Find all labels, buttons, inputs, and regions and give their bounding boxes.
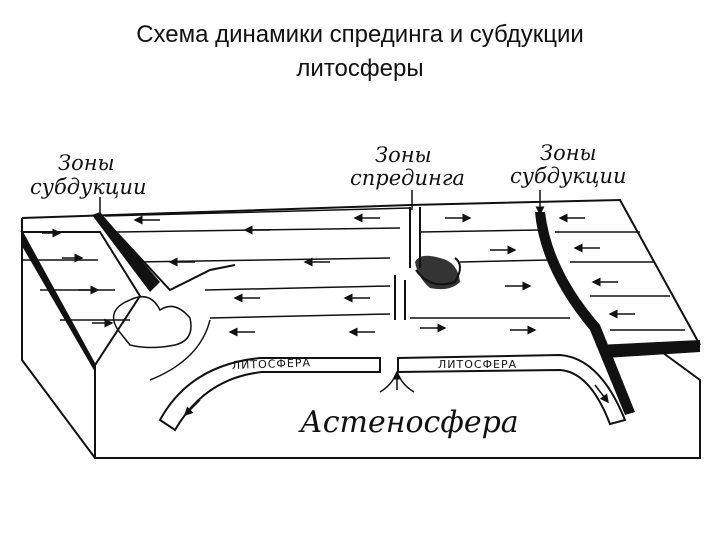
label-subduction-left-1: Зоны [58, 151, 115, 175]
middle-plate-left [104, 207, 411, 381]
label-subduction-right-2: субдукции [510, 164, 627, 188]
label-lithosphere-right: ЛИТОСФЕРА [438, 358, 517, 371]
left-plate [20, 228, 142, 372]
left-magma-blob [112, 295, 192, 349]
right-plate-edge [597, 340, 700, 358]
label-subduction-left-2: субдукции [30, 175, 147, 199]
left-trench-slab [92, 212, 160, 292]
block-top-surface [21, 198, 701, 346]
flow-arrow [594, 384, 609, 404]
left-lithosphere-curve [158, 357, 381, 432]
ridge-magma [415, 255, 460, 290]
middle-plate-right [410, 213, 570, 335]
flow-arrow [183, 399, 201, 417]
upwelling-arrows [379, 370, 415, 393]
title-line-2: литосферы [296, 55, 424, 82]
right-lithosphere-curve [397, 353, 627, 426]
label-spreading-2: спрединга [350, 166, 465, 190]
label-asthenosphere: Астеносфера [298, 405, 519, 440]
block-front-face [21, 218, 701, 459]
label-spreading-1: Зоны [375, 143, 432, 167]
slide-title: Схема динамики спрединга и субдукции лит… [0, 18, 720, 86]
right-trench-slab [535, 212, 635, 415]
left-trench-wall [104, 219, 236, 292]
title-line-1: Схема динамики спрединга и субдукции [136, 21, 584, 48]
right-overriding-plate [555, 213, 685, 331]
label-lithosphere-left: ЛИТОСФЕРА [232, 356, 312, 372]
label-subduction-right-1: Зоны [540, 141, 597, 165]
